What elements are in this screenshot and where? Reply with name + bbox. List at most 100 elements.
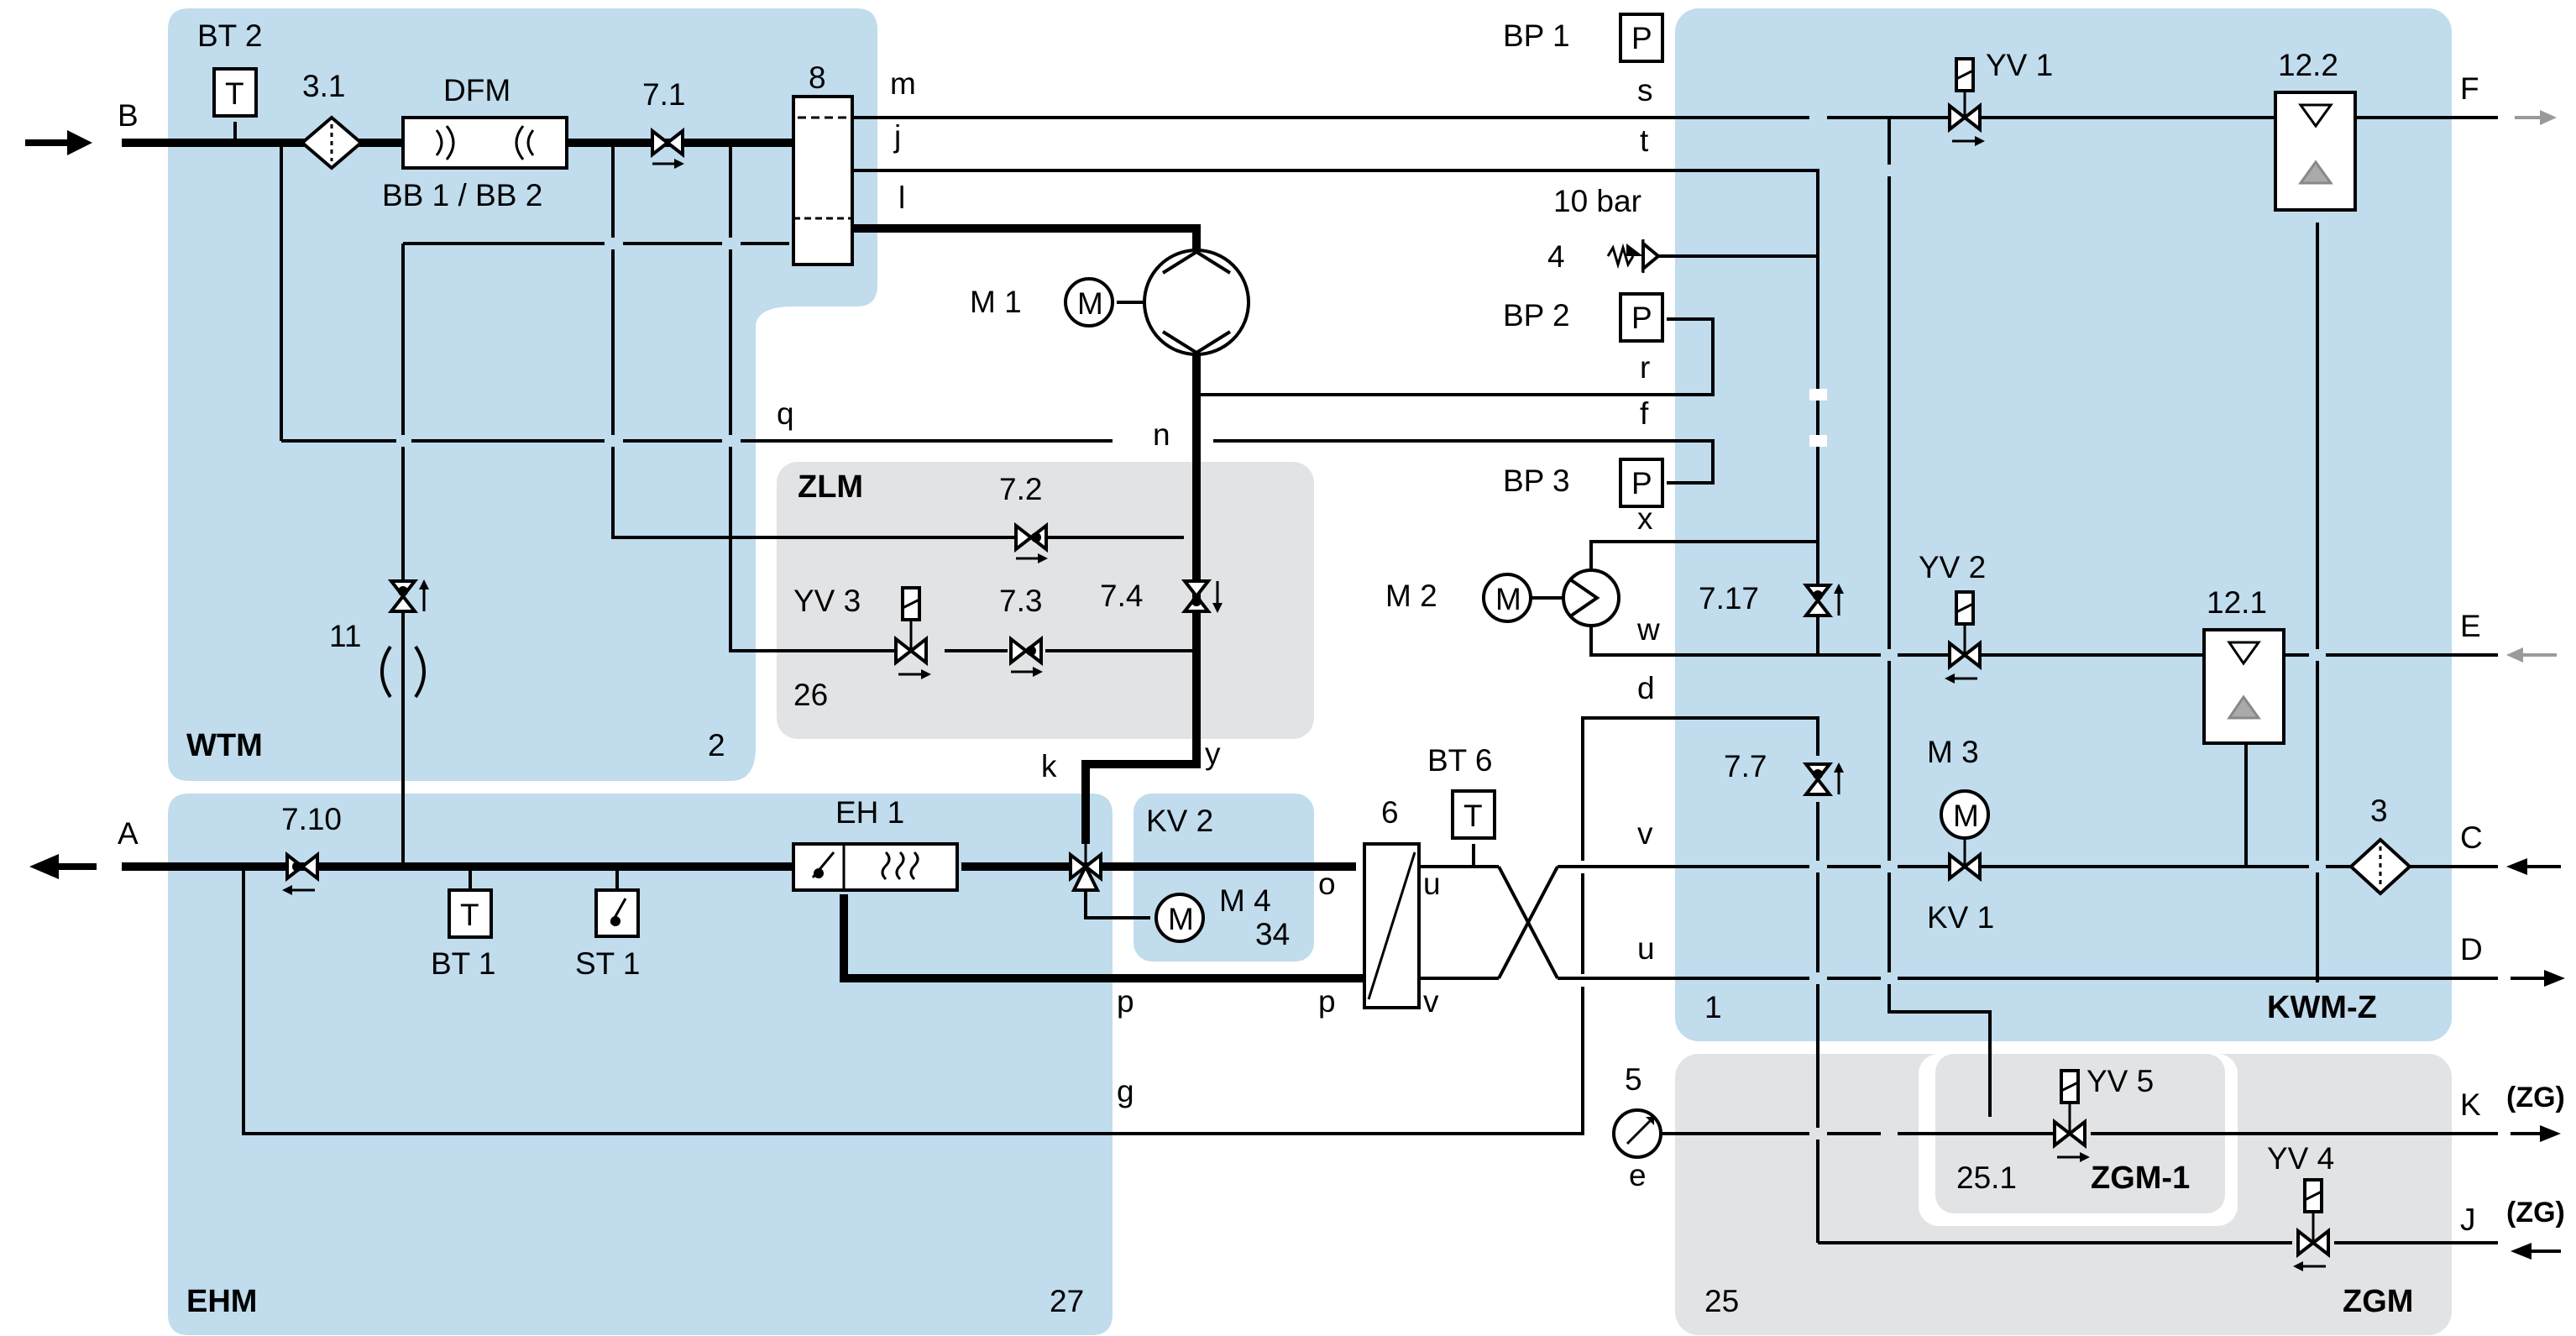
line-p-1: p <box>1117 984 1134 1019</box>
m1-symbol: M <box>1077 286 1103 321</box>
line-letters: m j l s t r q n f x w d k y v u o u p p … <box>777 66 1660 1192</box>
line-d: d <box>1637 671 1655 705</box>
line-k: k <box>1041 749 1057 783</box>
outlet-arrow-d <box>2511 970 2565 987</box>
bt1-label: BT 1 <box>431 946 495 981</box>
inlet-arrow-b <box>25 130 92 155</box>
zlm-module <box>777 462 1314 739</box>
line-u-1: u <box>1423 867 1441 901</box>
valve-7-17 <box>1804 584 1844 617</box>
kv2-label: KV 2 <box>1146 804 1213 838</box>
line-q: q <box>777 396 794 431</box>
line-e: e <box>1629 1158 1647 1192</box>
line-n: n <box>1153 417 1170 452</box>
valve-3way-kv2 <box>1069 844 1102 892</box>
port-e: E <box>2460 609 2481 643</box>
strainer-3 <box>2348 837 2412 896</box>
kwmz-label: KWM-Z <box>2267 990 2377 1025</box>
kv2-number: 34 <box>1255 917 1290 951</box>
zgm-number: 25 <box>1704 1284 1739 1318</box>
port-c: C <box>2460 820 2483 855</box>
module-labels: WTM 2 EHM 27 KWM-Z 1 ZLM 26 KV 2 34 ZGM … <box>186 469 2413 1319</box>
label-6: 6 <box>1381 795 1399 830</box>
manifold-8 <box>792 95 854 266</box>
line-r: r <box>1640 350 1650 385</box>
bb-label: BB 1 / BB 2 <box>382 178 542 212</box>
m3-symbol: M <box>1953 799 1979 833</box>
bt6-label: BT 6 <box>1427 743 1492 778</box>
zg-k-label: (ZG) <box>2506 1082 2565 1113</box>
unit-12-1 <box>2202 628 2285 745</box>
relief-valve-4 <box>1606 239 1662 273</box>
label-5: 5 <box>1625 1062 1642 1097</box>
label-7-10: 7.10 <box>281 802 342 836</box>
yv3-label: YV 3 <box>793 584 861 618</box>
port-labels: B A F E C D K J (ZG) (ZG) <box>118 71 2565 1237</box>
outlet-arrow-k <box>2511 1125 2561 1142</box>
port-a: A <box>118 816 139 851</box>
ehm-number: 27 <box>1050 1284 1084 1318</box>
bp1-symbol: P <box>1631 21 1652 55</box>
valve-7-7 <box>1804 762 1844 796</box>
line-x: x <box>1637 501 1653 536</box>
outlet-arrow-a <box>29 854 97 879</box>
label-7-17: 7.17 <box>1699 581 1759 616</box>
line-m: m <box>890 66 916 101</box>
label-3-1: 3.1 <box>302 69 345 103</box>
port-f: F <box>2460 71 2479 106</box>
bt2-symbol: T <box>225 76 244 111</box>
valve-11 <box>390 579 429 613</box>
zg-j-label: (ZG) <box>2506 1197 2565 1229</box>
wtm-number: 2 <box>708 728 725 762</box>
unit-12-2 <box>2274 91 2357 212</box>
line-s: s <box>1637 73 1653 107</box>
port-k: K <box>2460 1087 2481 1122</box>
line-v-1: v <box>1637 816 1653 851</box>
bt2-label: BT 2 <box>197 18 262 53</box>
orifice-11 <box>380 645 426 699</box>
wtm-module <box>168 8 877 781</box>
valve-7-4 <box>1183 579 1223 613</box>
line-f: f <box>1640 396 1649 431</box>
label-12-1: 12.1 <box>2207 585 2267 620</box>
bp2-symbol: P <box>1631 301 1652 335</box>
line-o: o <box>1318 867 1336 901</box>
bp1-label: BP 1 <box>1503 18 1570 53</box>
inlet-arrow-c <box>2506 858 2561 875</box>
valve-kv1 <box>1948 840 1982 880</box>
label-7-2: 7.2 <box>999 472 1042 506</box>
label-3: 3 <box>2370 794 2388 828</box>
eh1-label: EH 1 <box>835 795 904 830</box>
valve-yv5 <box>2053 1069 2090 1162</box>
gauge-5 <box>1612 1108 1662 1159</box>
line-p-2: p <box>1318 984 1336 1019</box>
port-j: J <box>2460 1202 2476 1237</box>
valve-7-3 <box>1009 637 1043 677</box>
label-7-7: 7.7 <box>1724 749 1767 783</box>
dfm-label: DFM <box>443 73 510 107</box>
pump-m2 <box>1530 568 1620 627</box>
inlet-arrow-e <box>2506 647 2557 663</box>
m2-symbol: M <box>1495 582 1521 616</box>
valve-yv1 <box>1948 57 1985 146</box>
bp3-symbol: P <box>1631 466 1652 500</box>
yv2-label: YV 2 <box>1919 550 1986 584</box>
kv1-label: KV 1 <box>1927 900 1994 935</box>
line-y: y <box>1205 736 1221 771</box>
pump-m1 <box>1117 249 1250 356</box>
crossing-gaps <box>396 112 2326 1140</box>
zgm-label: ZGM <box>2343 1284 2413 1319</box>
outlet-arrow-f <box>2515 110 2557 125</box>
label-7-1: 7.1 <box>642 77 685 112</box>
bp3-label: BP 3 <box>1503 464 1570 498</box>
line-v-2: v <box>1423 984 1439 1019</box>
valve-7-1 <box>651 129 684 169</box>
m1-label: M 1 <box>970 285 1022 319</box>
component-labels: BT 2 T 3.1 DFM BB 1 / BB 2 7.1 8 BP 1 P … <box>197 18 2388 1176</box>
valve-yv4 <box>2293 1178 2330 1271</box>
inlet-arrow-j <box>2511 1243 2561 1260</box>
port-d: D <box>2460 932 2483 967</box>
line-u-2: u <box>1637 931 1655 966</box>
m3-label: M 3 <box>1927 735 1979 769</box>
label-7-4: 7.4 <box>1100 579 1143 613</box>
